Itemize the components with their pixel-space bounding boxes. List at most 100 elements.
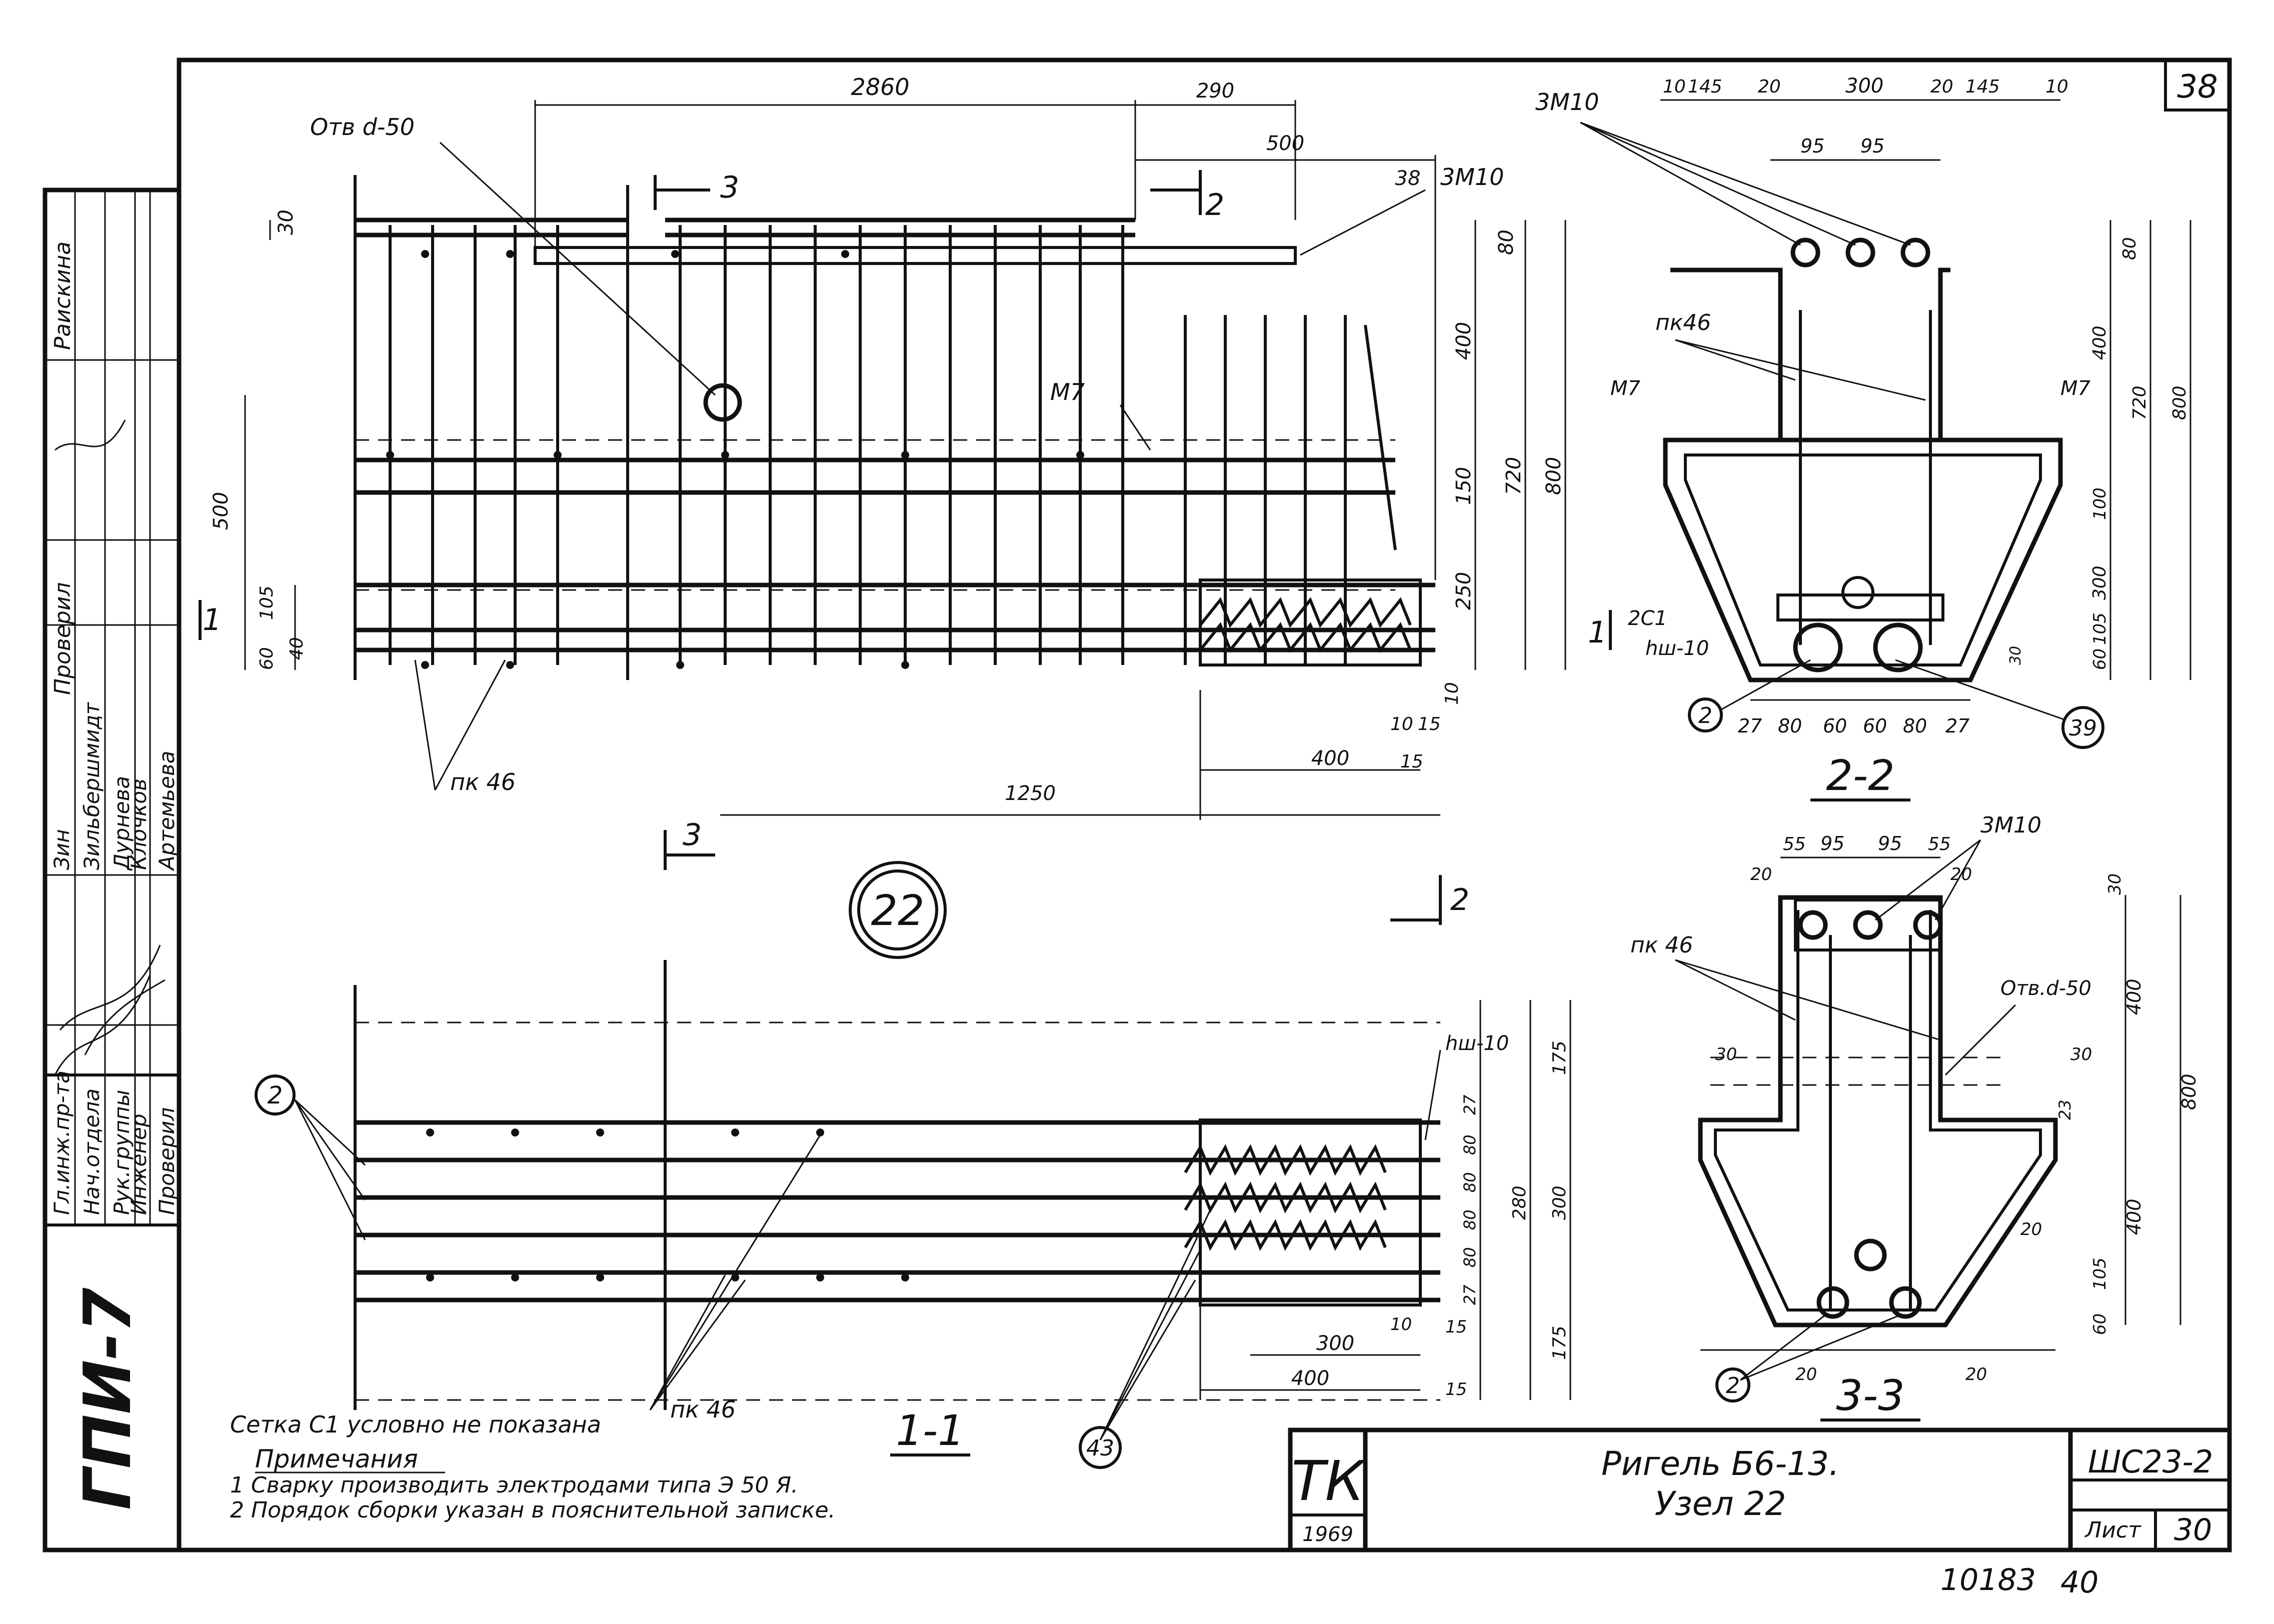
sec22-dim-top-7: 10 [2045,76,2068,97]
sec33-dim-30c: 30 [2070,1044,2092,1064]
sec33-dim-30b: 30 [1715,1044,1737,1064]
elev-label-hole: Отв d-50 [310,114,415,140]
sec33-label-hole: Отв.d-50 [2000,977,2091,1000]
sec22-dim-right-300: 300 [2089,566,2110,600]
sec22-callout-2-circle [1688,698,1723,732]
sec11-callout-43: 43 [1086,1436,1114,1461]
elev-dim-right-800: 800 [1542,457,1565,495]
sec33-dim-top-55a: 55 [1783,834,1806,854]
sec33-callout-2: 2 [1726,1373,1740,1398]
cut-arrows [199,170,1612,925]
sec22-title: 2-2 [1826,751,1894,800]
sec11-dim-bot-15a: 15 [1445,1317,1467,1337]
sec33-dim-20a: 20 [1750,864,1772,884]
sec33-dim-23: 23 [2055,1100,2074,1120]
stamp-checked-label: Проверил [50,582,76,695]
sec11-dim-80a: 80 [1460,1134,1479,1155]
cut-mark-1-right: 1 [1588,615,1607,650]
title-org: ТК [1291,1449,1366,1513]
signature-scribbles [54,420,166,1076]
sec11-dim-80c: 80 [1460,1210,1479,1230]
elev-label-3m10: 3М10 [1440,164,1504,190]
elev-dim-left-60: 60 [257,647,277,670]
sec22-dim-top-5: 20 [1930,76,1953,97]
elev-dim-500: 500 [1266,132,1304,155]
sec22-label-3m10: 3М10 [1535,88,1599,116]
sec33-dim-60: 60 [2090,1314,2110,1335]
sec33-label-3m10: 3М10 [1980,812,2041,838]
sec33-dim-20d: 20 [1795,1364,1817,1384]
elev-dim-right-250: 250 [1452,572,1475,610]
sec22-dim-bot-60b: 60 [1863,715,1887,737]
title-sheet-label: Лист [2084,1518,2141,1543]
note-item-2: 2 Порядок сборки указан в пояснительной … [230,1498,836,1523]
sec22-dim-right-60: 60 [2090,648,2110,670]
stamp-name-3: Дурнева [110,776,134,871]
sec22-dim-95-b: 95 [1860,135,1884,157]
sec33-title: 3-3 [1836,1371,1904,1420]
stamp-role-3: Рук.группы [110,1090,134,1215]
note-item-1: 1 Сварку производить электродами типа Э … [230,1472,798,1498]
sec11-dim-175b: 175 [1549,1326,1570,1360]
elev-dim-right-10: 10 [1442,682,1462,705]
elev-label-pk46: пк 46 [450,768,516,796]
sec22-callout-39-circle [2061,706,2104,749]
sec22-label-hsh10: hш-10 [1645,637,1709,660]
sec11-dim-80d: 80 [1460,1247,1479,1268]
sec11-label-hsh10: hш-10 [1445,1032,1509,1055]
stamp-block: ГПИ-7 Гл.инж.пр-та Нач.отдела Рук.группы… [50,242,179,1510]
stamp-checked-name: Раискина [50,242,76,350]
sec33-label-pk46: пк 46 [1630,932,1693,958]
node-label: 22 [871,886,925,935]
sec33-dim-top-55b: 55 [1928,834,1951,854]
sec11-dim-bot-400: 400 [1291,1367,1329,1390]
sec11-dim-bot-300: 300 [1316,1332,1354,1355]
elev-label-m7: М7 [1050,378,1085,406]
elev-dim-bottom-15b: 15 [1400,752,1423,772]
elev-dim-left-105: 105 [257,586,277,620]
sec33-dim-right-400a: 400 [2123,978,2145,1015]
sheet-number: 38 [2177,68,2217,106]
elev-dim-290: 290 [1196,80,1234,102]
sec22-dim-top-4: 300 [1845,74,1883,98]
sec22-label-2c1: 2С1 [1628,607,1667,630]
sec22-dim-bot-27b: 27 [1945,715,1969,737]
sec33-dim-20b: 20 [1950,864,1972,884]
title-sheet-value: 30 [2174,1512,2212,1548]
sec22-dim-right-105: 105 [2090,612,2110,645]
elev-dim-38: 38 [1395,167,1421,190]
stamp-name-4: Клочков [127,778,151,870]
sec22-callout-39: 39 [2069,716,2097,741]
elev-dim-bottom-15: 15 [1418,714,1441,734]
sec22-callout-2: 2 [1698,703,1712,728]
sec33-dim-top-95b: 95 [1878,832,1902,854]
sec22-dim-right-800: 800 [2169,386,2190,420]
sec11-dim-175a: 175 [1549,1040,1570,1075]
stamp-role-4: Инженер [127,1114,151,1215]
sec11-title: 1-1 [896,1406,964,1455]
sec22-label-pk46: пк46 [1655,310,1711,336]
sec33-dim-right-800: 800 [2178,1074,2200,1110]
stamp-name-1: Зин [50,829,74,870]
elev-dim-right-150: 150 [1452,467,1475,505]
elev-dim-left-30: 30 [275,210,298,235]
section-1-1-view [294,960,1571,1440]
stamp-name-2: Зильбершмидт [80,702,104,870]
sec33-dim-top-95a: 95 [1820,832,1844,854]
bottom-number-right: 40 [2060,1565,2098,1600]
sec22-dim-95-a: 95 [1800,135,1824,157]
sec22-label-m7-left: М7 [1610,377,1641,400]
cut-mark-2-top: 2 [1205,188,1224,222]
cut-mark-3-bottom: 3 [683,818,702,852]
title-line-1: Ригель Б6-13. [1601,1444,1839,1483]
sec22-dim-bot-27a: 27 [1738,715,1762,737]
sec22-dim-bot-80a: 80 [1778,715,1802,737]
stamp-name-5: Артемьева [155,751,179,872]
sec33-dim-105: 105 [2090,1258,2110,1290]
elev-dim-left-40: 40 [287,637,307,660]
elev-dim-right-80: 80 [1495,230,1518,255]
elev-dim-right-720: 720 [1502,457,1525,495]
sec22-dim-top-2: 145 [1688,76,1722,97]
node-marker [849,861,947,959]
